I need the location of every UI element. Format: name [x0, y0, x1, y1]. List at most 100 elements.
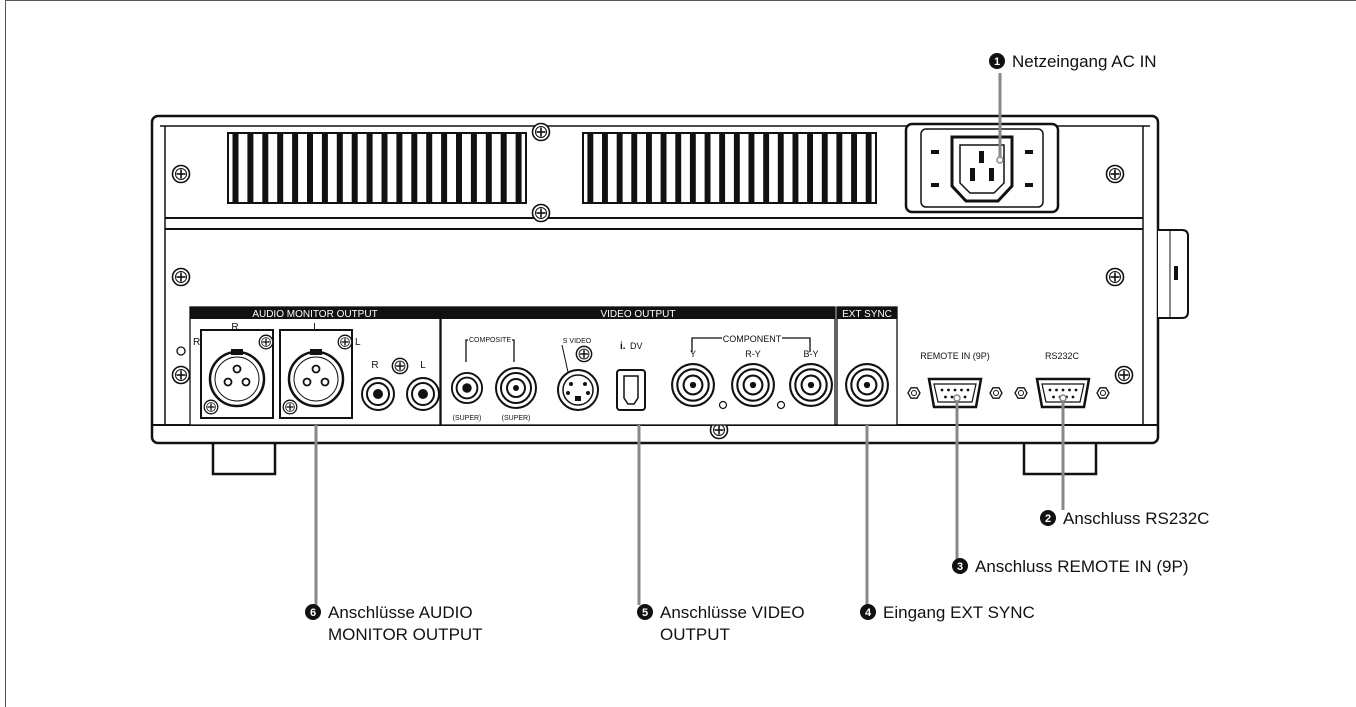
- remote-in-dsub-connector: [927, 377, 983, 409]
- callout-4-number: 4: [865, 607, 872, 619]
- vent-slot: [602, 134, 608, 202]
- diagram-frame: [5, 0, 1356, 707]
- vent-slot: [411, 134, 418, 202]
- vent-slot: [470, 134, 477, 202]
- callout-6-number: 6: [310, 607, 316, 619]
- vent-slot: [865, 134, 872, 202]
- vent-slot: [616, 134, 623, 202]
- vent-slot: [336, 134, 343, 202]
- video-output-connectors: COMPOSITE (SUPER) (SUPER) S VIDEO DV i. …: [450, 332, 833, 422]
- remote-in-label: REMOTE IN (9P): [920, 351, 990, 361]
- serial-connectors: REMOTE IN (9P) RS232C: [907, 351, 1110, 409]
- vent-slot: [807, 134, 813, 202]
- rca-r-connector: [361, 377, 395, 411]
- vent-slot: [704, 134, 711, 202]
- vent-slot: [646, 134, 652, 202]
- ilink-icon: i.: [620, 341, 626, 352]
- callout-1-label: Netzeingang AC IN: [1012, 52, 1157, 71]
- vent-slot: [396, 134, 403, 202]
- vent-slot: [792, 134, 799, 202]
- vent-slot: [426, 134, 433, 202]
- callout-6-label-line1: Anschlüsse AUDIO: [328, 603, 473, 622]
- vent-slot: [748, 134, 755, 202]
- callout-4-label: Eingang EXT SYNC: [883, 603, 1035, 622]
- super-label-2: (SUPER): [502, 415, 531, 422]
- callout-3-label: Anschluss REMOTE IN (9P): [975, 557, 1189, 576]
- callout-6: 6 Anschlüsse AUDIO MONITOR OUTPUT: [305, 603, 483, 644]
- vent-slot: [763, 134, 770, 202]
- callout-2: 2 Anschluss RS232C: [1040, 509, 1209, 528]
- audio-xlr-r-label: R: [231, 322, 238, 333]
- vent-slot: [689, 134, 696, 202]
- component-y-connector: [671, 363, 715, 407]
- rca-l-connector: [406, 377, 440, 411]
- rca-l-label: L: [420, 360, 426, 371]
- vent-slot: [587, 134, 594, 202]
- callout-5-label-line1: Anschlüsse VIDEO: [660, 603, 805, 622]
- rs232c-label: RS232C: [1045, 351, 1080, 361]
- ext-sync-bnc-connector: [845, 363, 889, 407]
- vent-slot: [515, 134, 522, 202]
- vent-slot: [441, 134, 448, 202]
- component-y-label: Y: [690, 349, 696, 359]
- callout-leaders: [314, 73, 1065, 605]
- video-output-header: VIDEO OUTPUT: [600, 309, 675, 320]
- component-ry-connector: [731, 363, 775, 407]
- vent-slot: [247, 134, 254, 202]
- composite-label: COMPOSITE: [469, 337, 511, 344]
- composite-rca-connector: [450, 371, 484, 405]
- vent-slot: [277, 134, 284, 202]
- callout-1: 1 Netzeingang AC IN: [989, 52, 1157, 71]
- composite-bnc-connector: [495, 367, 537, 409]
- vent-slot: [675, 134, 682, 202]
- component-label: COMPONENT: [723, 334, 782, 344]
- vent-slot: [821, 134, 828, 202]
- callout-5-label-line2: OUTPUT: [660, 625, 730, 644]
- vent-slot: [366, 134, 373, 202]
- callout-1-number: 1: [994, 56, 1000, 68]
- callout-2-label: Anschluss RS232C: [1063, 509, 1209, 528]
- callout-5-number: 5: [642, 607, 648, 619]
- vent-slot: [292, 134, 299, 202]
- vent-slot: [719, 134, 726, 202]
- callout-4: 4 Eingang EXT SYNC: [860, 603, 1035, 622]
- vent-slot: [777, 134, 784, 202]
- vent-slot: [232, 134, 239, 202]
- vent-slot: [381, 134, 388, 202]
- right-vent-grille: [582, 132, 877, 204]
- audio-side-l-label: L: [355, 337, 361, 348]
- vent-slot: [836, 134, 843, 202]
- vent-slot: [733, 134, 740, 202]
- callout-5: 5 Anschlüsse VIDEO OUTPUT: [637, 603, 805, 644]
- ac-inlet: [904, 122, 1060, 214]
- audio-monitor-output-header: AUDIO MONITOR OUTPUT: [252, 309, 377, 320]
- callout-2-number: 2: [1045, 513, 1051, 525]
- dv-connector: [616, 369, 646, 411]
- audio-monitor-output-connectors: R L R L R L: [176, 322, 440, 419]
- component-by-connector: [789, 363, 833, 407]
- vent-slot: [631, 134, 638, 202]
- rca-r-label: R: [371, 360, 378, 371]
- vent-slot: [660, 134, 667, 202]
- callout-6-label-line2: MONITOR OUTPUT: [328, 625, 483, 644]
- vent-slot: [485, 134, 492, 202]
- vent-slot: [351, 134, 358, 202]
- vent-slot: [851, 134, 857, 202]
- left-vent-grille: [227, 132, 527, 204]
- component-by-label: B-Y: [803, 349, 818, 359]
- ext-sync-header: EXT SYNC: [842, 309, 892, 320]
- callout-3-number: 3: [957, 561, 963, 573]
- audio-side-r-label: R: [193, 337, 200, 348]
- super-label-1: (SUPER): [453, 415, 482, 422]
- callout-3: 3 Anschluss REMOTE IN (9P): [952, 557, 1189, 576]
- svideo-connector: [557, 369, 599, 411]
- audio-xlr-l-label: L: [313, 322, 319, 333]
- component-ry-label: R-Y: [745, 349, 761, 359]
- vent-slot: [500, 134, 507, 202]
- vent-slot: [321, 134, 328, 202]
- svideo-label: S VIDEO: [563, 338, 592, 345]
- vent-slot: [456, 134, 462, 202]
- vent-slot: [307, 134, 313, 202]
- vent-slot: [262, 134, 269, 202]
